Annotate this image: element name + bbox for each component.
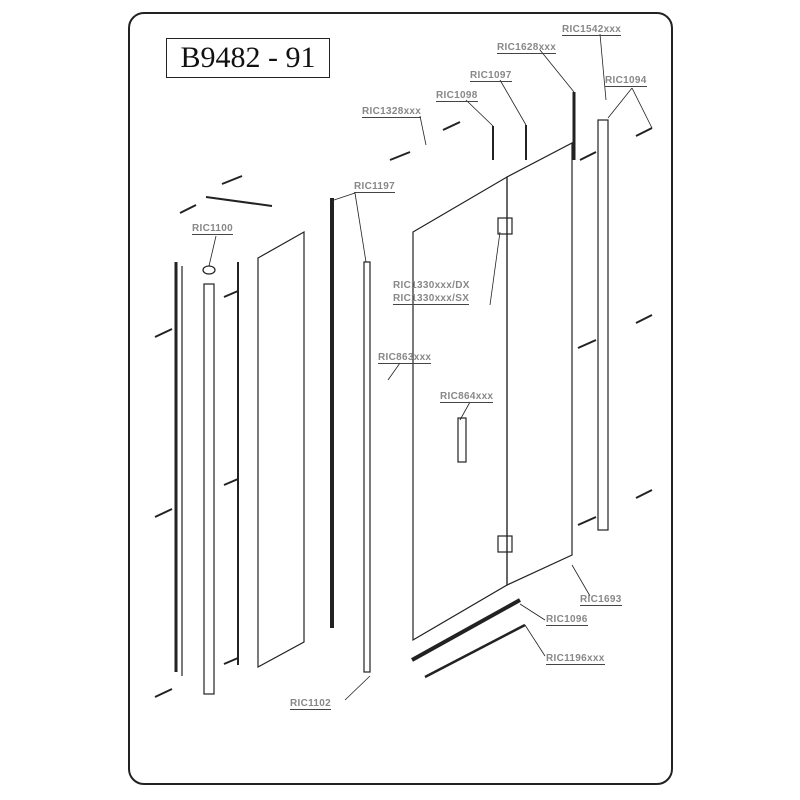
- label-ric864: RIC864xxx: [440, 391, 494, 403]
- label-ric1628: RIC1628xxx: [497, 42, 557, 54]
- wall-profile-middle: [363, 261, 371, 673]
- label-ric1197: RIC1197: [354, 181, 396, 193]
- stabilizer-bar: [205, 196, 273, 207]
- left-wall-profile: [174, 262, 183, 676]
- screws: [154, 121, 653, 698]
- label-ric1102: RIC1102: [290, 698, 332, 710]
- leader-lines: [208, 33, 653, 701]
- label-ric1097: RIC1097: [470, 70, 512, 82]
- label-ric1096: RIC1096: [546, 614, 588, 626]
- door-handle: [457, 417, 467, 463]
- lower-hinge: [497, 535, 513, 553]
- right-post: [597, 119, 609, 531]
- label-ric1098: RIC1098: [436, 90, 478, 102]
- drip-profile: [424, 623, 526, 679]
- label-ric1693: RIC1693: [580, 594, 622, 606]
- upper-hinge: [497, 217, 513, 235]
- label-ric1330-sx: RIC1330xxx/SX: [393, 293, 470, 305]
- label-ric863: RIC863xxx: [378, 352, 432, 364]
- left-post: [202, 265, 216, 695]
- bottom-seal: [411, 598, 521, 662]
- fixed-glass-panel: [257, 230, 305, 669]
- drawing-title: B9482 - 91: [166, 38, 330, 78]
- drawing-frame: [128, 12, 673, 785]
- door-glass-left: [412, 175, 508, 642]
- label-ric1094: RIC1094: [605, 75, 647, 87]
- label-ric1330-dx: RIC1330xxx/DX: [393, 280, 470, 291]
- label-ric1542: RIC1542xxx: [562, 24, 622, 36]
- label-ric1196: RIC1196xxx: [546, 653, 605, 665]
- label-ric1328: RIC1328xxx: [362, 106, 422, 118]
- label-ric1100: RIC1100: [192, 223, 234, 235]
- door-glass-right: [506, 142, 573, 586]
